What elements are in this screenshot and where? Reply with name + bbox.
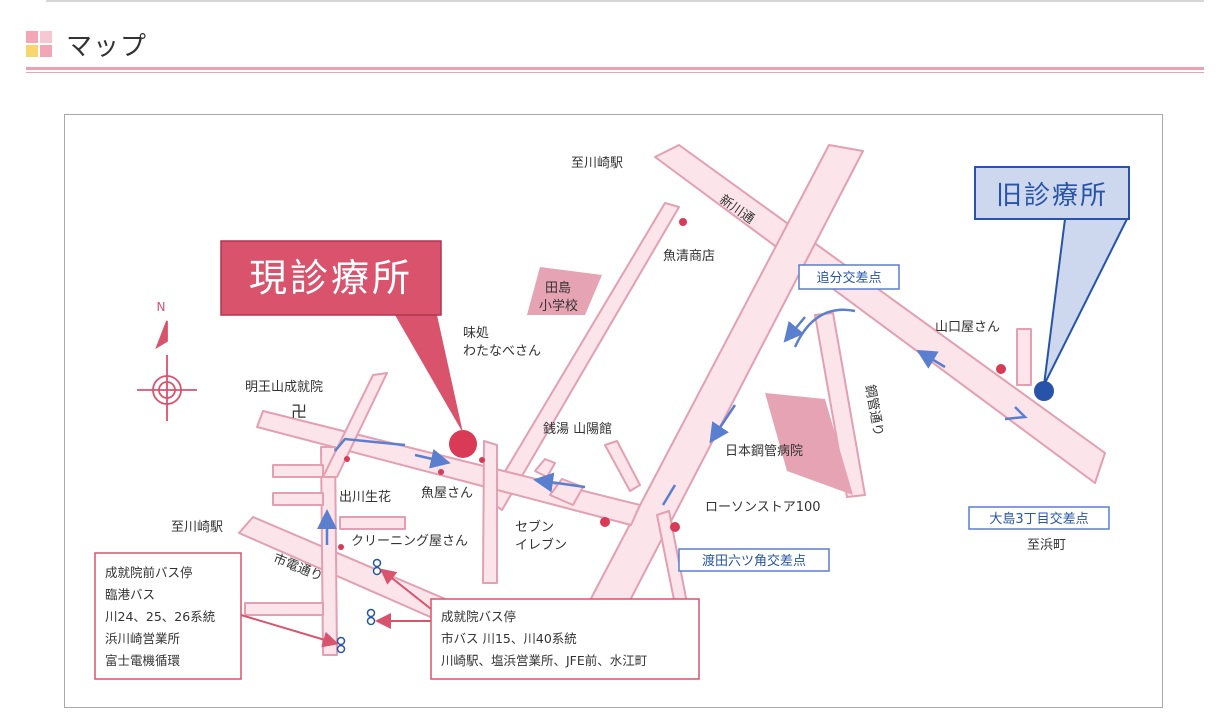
- bus-center-line: 成就院バス停: [441, 609, 516, 624]
- road-shinkawa: [654, 144, 1106, 484]
- bus-center-line: 市バス 川15、川40系統: [441, 631, 577, 646]
- label-to-kawasaki-top: 至川崎駅: [571, 156, 623, 171]
- road-temple: [322, 372, 388, 478]
- road-side: [339, 516, 406, 530]
- label-watarida-intersection: 渡田六ツ角交差点: [702, 553, 806, 569]
- label-nippon-kokan-hospital: 日本鋼管病院: [725, 444, 803, 459]
- bus-info-center: [430, 598, 700, 680]
- section-header: マップ: [26, 24, 1204, 78]
- callout-old-label: 旧診療所: [996, 181, 1108, 211]
- bus-center-line: 川崎駅、塩浜営業所、JFE前、水江町: [441, 653, 647, 668]
- point-seven-eleven: [600, 517, 610, 527]
- header-square-icon: [40, 45, 52, 57]
- point-uosei: [679, 218, 687, 226]
- road-vertical-mid: [482, 440, 498, 584]
- title-underline-thin: [26, 72, 1204, 73]
- temple-symbol-icon: 卍: [291, 402, 307, 421]
- box-watarida: [678, 548, 830, 572]
- bus-stop-icon: [372, 558, 382, 576]
- callout-current-label: 現診療所: [249, 256, 413, 300]
- top-divider: [46, 0, 1204, 2]
- label-to-hamacho: 至浜町: [1027, 538, 1066, 553]
- bus-left-line: 川24、25、26系統: [105, 609, 215, 624]
- label-yamaguchiya: 山口屋さん: [935, 320, 1000, 335]
- bus-stop-icon: [336, 636, 346, 654]
- north-label: N: [157, 300, 166, 314]
- building-tajima-school: [527, 267, 602, 315]
- label-cleaning: クリーニング屋さん: [351, 534, 468, 549]
- bus-center-connector: [379, 568, 432, 610]
- point-ajidokoro: [479, 457, 485, 463]
- marker-current-clinic: [449, 430, 477, 458]
- label-lawson: ローソンストア100: [705, 500, 821, 515]
- label-tajima-2: 小学校: [539, 298, 578, 314]
- label-tajima-1: 田島: [545, 281, 571, 296]
- marker-old-clinic: [1034, 381, 1054, 401]
- box-oiwake: [798, 264, 900, 290]
- callout-old-clinic: [974, 166, 1130, 220]
- callout-pointer-current: [395, 315, 463, 433]
- callout-current-clinic: [220, 240, 442, 316]
- bus-left-line: 富士電機循環: [105, 653, 181, 668]
- header-square-icon: [26, 31, 38, 43]
- label-oshima-intersection: 大島3丁目交差点: [989, 511, 1088, 527]
- building-nippon-kokan-hospital: [765, 393, 853, 495]
- page-title: マップ: [66, 32, 148, 62]
- point-uoya: [438, 469, 444, 475]
- map-points: [338, 218, 1006, 550]
- road-side: [1016, 328, 1032, 386]
- box-oshima: [968, 506, 1110, 530]
- label-uoya: 魚屋さん: [421, 486, 473, 501]
- access-map: N 現診療所 旧診療所 至川崎駅 新川通 魚清商店 田島 小学校 山口屋: [64, 114, 1163, 708]
- label-to-kawasaki-left: 至川崎駅: [171, 520, 223, 535]
- label-sento: 銭湯 山陽館: [543, 422, 612, 437]
- label-oiwake-intersection: 追分交差点: [816, 270, 881, 286]
- label-ajidokoro-1: 味処: [463, 326, 489, 341]
- bus-left-line: 臨港バス: [105, 587, 155, 602]
- roads: [238, 144, 1106, 656]
- route-arrows: [317, 308, 1028, 545]
- header-square-icon: [26, 45, 38, 57]
- road-uosei: [487, 202, 680, 511]
- bus-info-left: [94, 552, 242, 680]
- label-demachi-seika: 出川生花: [339, 489, 391, 505]
- title-underline: [26, 67, 1204, 70]
- bus-left-connector: [240, 614, 339, 648]
- bus-left-line: 浜川崎営業所: [105, 631, 180, 646]
- point-demachi-seika: [344, 456, 350, 462]
- road-side: [272, 492, 324, 506]
- label-uosei: 魚清商店: [663, 249, 715, 264]
- point-lawson: [670, 522, 680, 532]
- road-side: [534, 458, 556, 478]
- road-side: [244, 602, 324, 616]
- label-seven-eleven-2: イレブン: [515, 537, 567, 553]
- label-seven-eleven-1: セブン: [515, 519, 554, 535]
- compass-icon: N: [137, 300, 197, 421]
- bus-left-line: 成就院前バス停: [105, 565, 193, 580]
- road-vertical-left: [320, 446, 338, 656]
- road-main-diagonal: [584, 144, 864, 611]
- callout-pointer-old: [1043, 218, 1128, 386]
- label-myoo-temple: 明王山成就院: [245, 380, 323, 395]
- header-square-icon: [40, 31, 52, 43]
- label-kokan-street: 鋼管通り: [862, 384, 886, 438]
- bus-stop-icon: [366, 608, 376, 626]
- point-cleaning: [338, 544, 344, 550]
- label-ajidokoro-2: わたなべさん: [463, 344, 541, 359]
- road-side: [272, 464, 324, 478]
- road-side: [604, 440, 641, 492]
- point-yamaguchiya: [996, 364, 1006, 374]
